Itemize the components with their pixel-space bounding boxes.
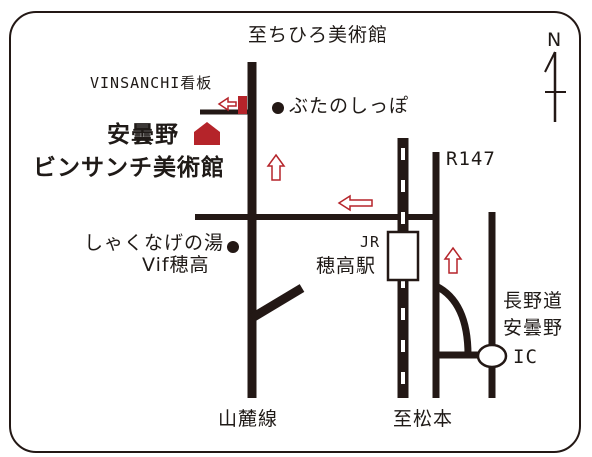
ic-marker <box>476 343 508 369</box>
ic-ramp <box>434 282 472 356</box>
onsen-dot <box>227 241 239 253</box>
sign-marker <box>238 96 247 114</box>
museum-name-line1: 安曇野 <box>107 122 179 148</box>
arrow-up-icon <box>266 153 286 181</box>
north-arrow-head <box>544 51 556 73</box>
arrow-left-icon <box>337 194 373 212</box>
jr-label: JR <box>360 233 381 251</box>
sanroku-line-label: 山麓線 <box>218 408 279 430</box>
shakunage-label: しゃくなげの湯 <box>84 232 225 254</box>
expressway-label-line1: 長野道 <box>503 290 564 312</box>
station-label: 穂高駅 <box>316 255 377 277</box>
station-box <box>386 230 420 282</box>
butanoshippo-dot <box>272 102 284 114</box>
branch-road <box>249 284 305 322</box>
butanoshippo-label: ぶたのしっぽ <box>289 95 410 117</box>
museum-name-line2: ビンサンチ美術館 <box>33 155 225 181</box>
route-label: R147 <box>446 148 496 170</box>
vif-label: Vif穂高 <box>142 254 210 276</box>
museum-house-icon <box>194 122 220 145</box>
expressway-label-line2: 安曇野 <box>503 317 564 339</box>
to-chihiro-label: 至ちひろ美術館 <box>248 24 389 46</box>
vinsanchi-sign-label: VINSANCHI看板 <box>90 74 213 92</box>
to-matsumoto-label: 至松本 <box>393 408 454 430</box>
north-label: N <box>547 29 563 51</box>
arrow-left-icon <box>217 96 237 112</box>
arrow-up-icon <box>443 246 463 274</box>
map-frame <box>9 11 581 453</box>
ic-label: IC <box>513 346 538 368</box>
